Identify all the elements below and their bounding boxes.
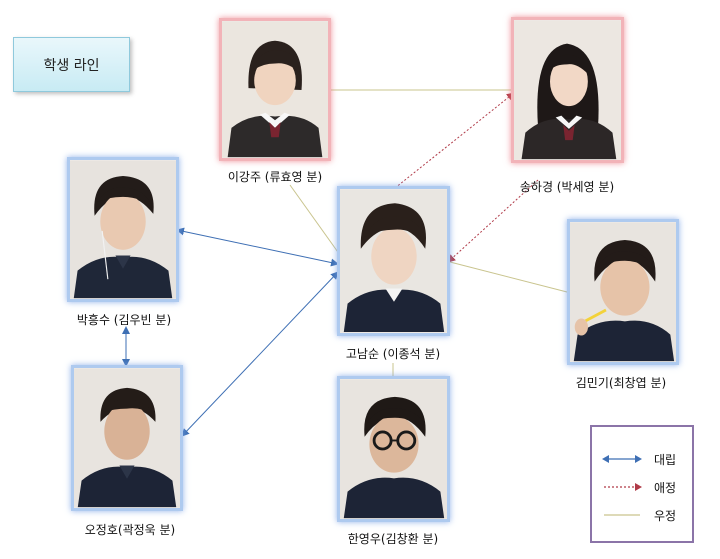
girl-portrait-icon: [514, 20, 621, 160]
link-park-go: [176, 227, 339, 267]
legend-item-friendship: 우정: [602, 505, 690, 525]
link-go-song: [394, 92, 515, 189]
boy-portrait-icon: [570, 222, 676, 362]
caption-kim-mingi: 김민기(최창엽 분): [575, 376, 667, 390]
legend-item-conflict: 대립: [602, 449, 690, 469]
dotted-arrow-icon: [604, 483, 642, 491]
link-oh-go: [181, 271, 339, 437]
portrait-han-youngwoo: [337, 376, 450, 522]
boy-portrait-icon: [74, 368, 180, 508]
link-song-go: [447, 179, 539, 263]
portrait-kim-mingi: [567, 219, 679, 365]
line-icon: [604, 514, 640, 516]
portrait-park-heungsoo: [67, 157, 179, 302]
caption-oh-jungho: 오정호(곽정욱 분): [84, 523, 176, 537]
legend: 대립 애정 우정: [590, 425, 694, 543]
legend-item-affection: 애정: [602, 477, 690, 497]
girl-portrait-icon: [222, 21, 328, 158]
caption-park-heungsoo: 박흥수 (김우빈 분): [76, 313, 172, 327]
legend-label-affection: 애정: [654, 481, 677, 495]
portrait-go-namsoon: [337, 186, 450, 336]
double-arrow-icon: [602, 455, 642, 463]
link-lee-go: [289, 184, 341, 256]
portrait-lee-gangju: [219, 18, 331, 161]
caption-lee-gangju: 이강주 (류효영 분): [227, 170, 323, 184]
caption-han-youngwoo: 한영우(김창환 분): [347, 532, 439, 546]
legend-label-conflict: 대립: [654, 453, 677, 467]
portrait-song-hakyung: [511, 17, 624, 163]
legend-label-friendship: 우정: [654, 509, 677, 523]
section-title-text: 학생 라인: [43, 57, 100, 74]
caption-song-hakyung: 송하경 (박세영 분): [519, 180, 615, 194]
boy-portrait-icon: [70, 160, 176, 299]
link-kim-go: [449, 261, 568, 293]
boy-portrait-icon: [340, 189, 447, 333]
portrait-oh-jungho: [71, 365, 183, 511]
caption-go-namsoon: 고남순 (이종석 분): [345, 347, 441, 361]
section-title: 학생 라인: [13, 37, 130, 92]
boy-portrait-icon: [340, 379, 447, 519]
